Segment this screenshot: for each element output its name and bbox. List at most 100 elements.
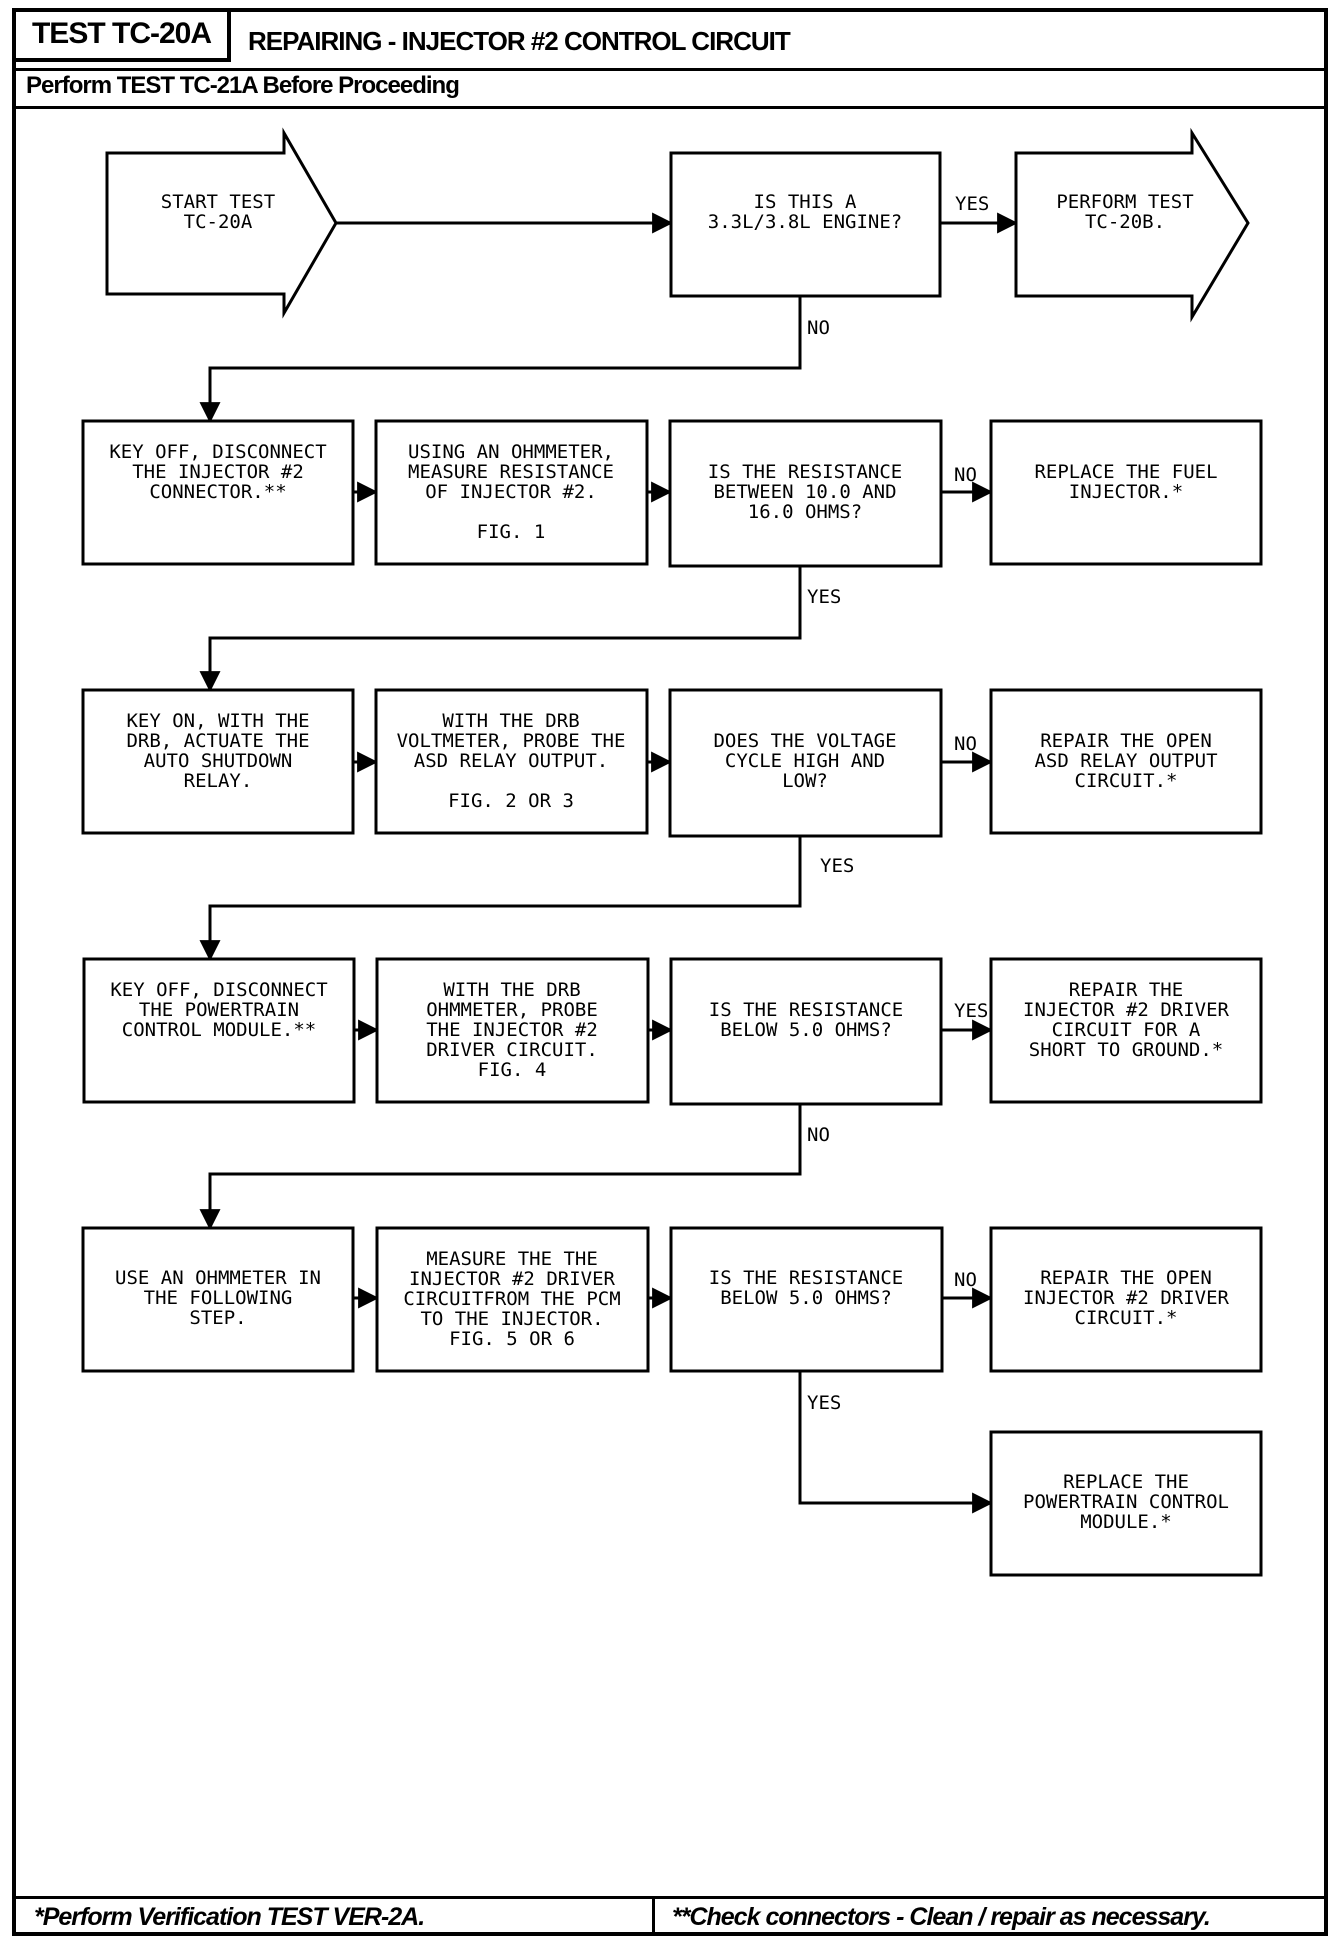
- box-text-line: CIRCUITFROM THE PCM: [403, 1288, 620, 1310]
- label-no-r4: NO: [954, 1269, 977, 1291]
- label-yes-r3: YES: [954, 1000, 988, 1022]
- r3-probe-box: [375, 957, 650, 1104]
- branch-labels: YES NO NO YES NO YES YES NO NO YES: [807, 193, 989, 1414]
- box-text-line: DRIVER CIRCUIT.: [426, 1039, 598, 1061]
- box-text-line: RELAY.: [184, 770, 253, 792]
- r4-use-box: [81, 1226, 355, 1373]
- box-text-line: VOLTMETER, PROBE THE: [397, 730, 626, 752]
- page-title: REPAIRING - INJECTOR #2 CONTROL CIRCUIT: [248, 26, 791, 56]
- box-text-line: USING AN OHMMETER,: [408, 441, 614, 463]
- box-text-line: FIG. 2 OR 3: [448, 790, 574, 812]
- box-text-line: INJECTOR #2 DRIVER: [1023, 999, 1229, 1021]
- box-text-line: IS THIS A: [754, 191, 858, 213]
- box-text-line: START TEST: [161, 191, 275, 213]
- box-text-line: THE POWERTRAIN: [139, 999, 299, 1021]
- box-text-line: DOES THE VOLTAGE: [713, 730, 896, 752]
- box-text-line: REPLACE THE: [1063, 1471, 1189, 1493]
- box-text-line: REPAIR THE OPEN: [1040, 730, 1212, 752]
- box-text-line: WITH THE DRB: [442, 710, 579, 732]
- box-text-line: REPLACE THE FUEL: [1034, 461, 1217, 483]
- r1-question-box: [668, 419, 943, 568]
- box-text-line: STEP.: [189, 1307, 246, 1329]
- box-text-line: IS THE RESISTANCE: [709, 1267, 903, 1289]
- box-text-line: FIG. 5 OR 6: [449, 1328, 575, 1350]
- box-text-line: TC-20A: [184, 211, 253, 233]
- box-text-line: BELOW 5.0 OHMS?: [720, 1019, 892, 1041]
- label-no-r2: NO: [954, 733, 977, 755]
- box-text-line: 3.3L/3.8L ENGINE?: [708, 211, 902, 233]
- r1-action-box: [989, 419, 1263, 566]
- r2-probe-box: [374, 688, 649, 835]
- r4-measure-box: [375, 1226, 650, 1373]
- connector-r2-yes: [199, 836, 802, 962]
- header-divider: [16, 68, 1324, 71]
- label-no-r3: NO: [807, 1124, 830, 1146]
- flowchart-sheet: TEST TC-20A REPAIRING - INJECTOR #2 CONT…: [12, 8, 1328, 1936]
- box-text-line: CIRCUIT FOR A: [1052, 1019, 1201, 1041]
- r3-action-box: [989, 957, 1263, 1104]
- connector-engine-no: [199, 296, 802, 424]
- box-text-line: INJECTOR.*: [1069, 481, 1183, 503]
- label-yes-engine: YES: [955, 193, 989, 215]
- r4-question-box: [669, 1226, 944, 1373]
- box-text-line: TO THE INJECTOR.: [420, 1308, 603, 1330]
- label-yes-r1: YES: [807, 586, 841, 608]
- footer-note-verification: *Perform Verification TEST VER-2A.: [34, 1903, 425, 1931]
- perform-20b-arrow-shape: [1014, 127, 1250, 323]
- engine-question-box: [669, 151, 942, 298]
- box-text-line: IS THE RESISTANCE: [709, 999, 903, 1021]
- box-text-line: KEY OFF, DISCONNECT: [110, 979, 327, 1001]
- r1-measure-box: [374, 419, 649, 566]
- r1-key-off-box: [81, 419, 355, 566]
- box-text-line: CYCLE HIGH AND: [725, 750, 885, 772]
- shapes: [81, 127, 1263, 1577]
- r2-question-box: [668, 688, 943, 838]
- box-text-line: POWERTRAIN CONTROL: [1023, 1491, 1229, 1513]
- box-text-line: DRB, ACTUATE THE: [126, 730, 309, 752]
- start-arrow-shape: [105, 127, 338, 319]
- box-text-line: IS THE RESISTANCE: [708, 461, 902, 483]
- footer-separator: [652, 1896, 655, 1936]
- box-text-line: SHORT TO GROUND.*: [1029, 1039, 1223, 1061]
- box-text-line: ASD RELAY OUTPUT.: [414, 750, 608, 772]
- box-text-line: OHMMETER, PROBE: [426, 999, 598, 1021]
- box-text-line: INJECTOR #2 DRIVER: [409, 1268, 615, 1290]
- box-text-line: THE INJECTOR #2: [132, 461, 304, 483]
- box-text-line: TC-20B.: [1085, 211, 1165, 233]
- box-text-line: MEASURE RESISTANCE: [408, 461, 614, 483]
- box-text-line: MODULE.*: [1080, 1511, 1172, 1533]
- box-text-line: MEASURE THE THE: [426, 1248, 598, 1270]
- box-text-line: CONTROL MODULE.**: [122, 1019, 316, 1041]
- page-subtitle: Perform TEST TC-21A Before Proceeding: [26, 72, 460, 99]
- label-no-engine: NO: [807, 317, 830, 339]
- box-text-line: THE INJECTOR #2: [426, 1019, 598, 1041]
- box-text-line: REPAIR THE OPEN: [1040, 1267, 1212, 1289]
- r3-question-box: [669, 957, 943, 1106]
- footer-note-connectors: **Check connectors - Clean / repair as n…: [672, 1903, 1211, 1931]
- box-text-line: PERFORM TEST: [1056, 191, 1193, 213]
- r5-action-box: [989, 1430, 1263, 1577]
- box-text-line: CIRCUIT.*: [1075, 1307, 1178, 1329]
- box-text-line: 16.0 OHMS?: [748, 501, 862, 523]
- box-text-line: USE AN OHMMETER IN: [115, 1267, 321, 1289]
- r2-action-box: [989, 688, 1263, 835]
- box-text-line: OF INJECTOR #2.: [425, 481, 597, 503]
- box-text-line: CONNECTOR.**: [149, 481, 286, 503]
- r2-key-on-box: [81, 688, 355, 835]
